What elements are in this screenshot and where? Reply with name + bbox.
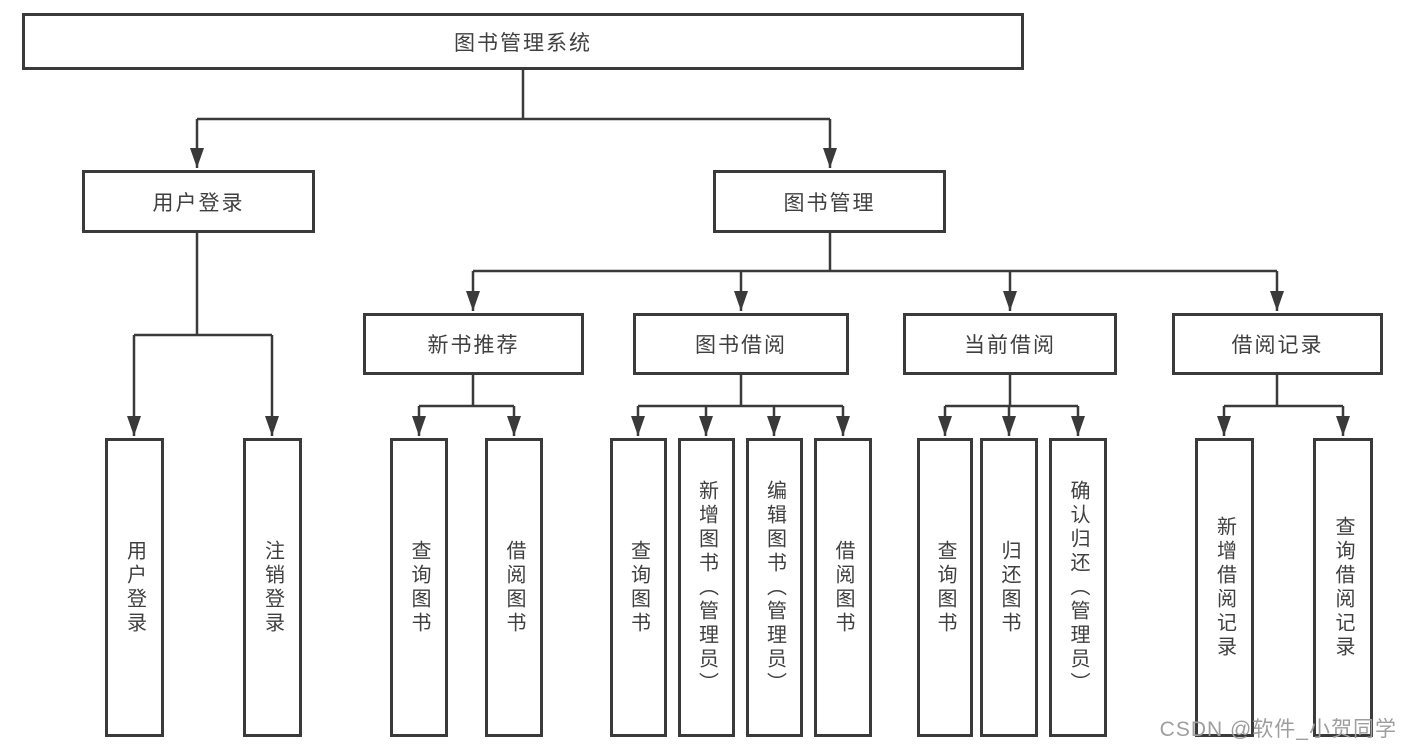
leaf-add-borrow-record: 新增借阅记录 — [1195, 438, 1254, 737]
node-user-login: 用户登录 — [82, 170, 315, 233]
node-label: 当前借阅 — [964, 334, 1056, 357]
leaf-label: 确认归还（管理员） — [1067, 479, 1089, 696]
node-book-management: 图书管理 — [713, 170, 946, 233]
leaf-label: 借阅图书 — [503, 539, 525, 636]
leaf-label: 借阅图书 — [832, 539, 854, 636]
leaf-logout: 注销登录 — [243, 438, 302, 737]
node-label: 图书管理系统 — [454, 31, 592, 55]
node-label: 图书管理 — [783, 191, 876, 215]
node-book-management-system: 图书管理系统 — [22, 13, 1024, 70]
leaf-label: 新增图书（管理员） — [695, 479, 718, 696]
node-new-book-recommendation: 新书推荐 — [363, 313, 584, 375]
leaf-add-book-admin: 新增图书（管理员） — [678, 438, 735, 737]
leaf-return-book: 归还图书 — [980, 438, 1038, 737]
wire-root-to-level2 — [190, 70, 837, 168]
leaf-query-borrow-record: 查询借阅记录 — [1313, 438, 1373, 737]
wire-book-borrowing-children — [631, 375, 850, 436]
leaf-label: 新增借阅记录 — [1213, 515, 1236, 660]
leaf-label: 查询图书 — [934, 539, 956, 636]
leaf-query-books-recommend: 查询图书 — [390, 438, 448, 737]
node-current-borrowing: 当前借阅 — [903, 313, 1117, 375]
wire-borrowing-records-children — [1217, 375, 1350, 436]
leaf-user-login: 用户登录 — [105, 438, 164, 737]
leaf-label: 注销登录 — [261, 539, 284, 636]
leaf-label: 查询借阅记录 — [1332, 515, 1354, 660]
wire-user-login-children — [127, 233, 279, 436]
csdn-watermark: CSDN @软件_小贺同学 — [1159, 718, 1397, 741]
node-label: 用户登录 — [152, 191, 245, 215]
wire-new-book-recommendation-children — [412, 375, 521, 436]
leaf-label: 归还图书 — [998, 539, 1020, 636]
node-label: 图书借阅 — [695, 334, 787, 357]
leaf-confirm-return-admin: 确认归还（管理员） — [1049, 438, 1107, 737]
leaf-edit-book-admin: 编辑图书（管理员） — [746, 438, 803, 737]
node-label: 新书推荐 — [427, 334, 520, 357]
leaf-label: 查询图书 — [627, 539, 650, 636]
leaf-label: 查询图书 — [408, 539, 430, 636]
wire-current-borrowing-children — [938, 375, 1085, 436]
leaf-label: 编辑图书（管理员） — [763, 479, 786, 696]
leaf-borrow-books-recommend: 借阅图书 — [485, 438, 543, 737]
node-label: 借阅记录 — [1231, 334, 1324, 357]
node-borrowing-records: 借阅记录 — [1172, 313, 1383, 375]
leaf-query-books-borrowing: 查询图书 — [610, 438, 667, 737]
node-book-borrowing: 图书借阅 — [633, 313, 849, 375]
leaf-label: 用户登录 — [123, 539, 146, 636]
wire-book-management-children — [466, 233, 1284, 311]
leaf-query-books-current: 查询图书 — [917, 438, 973, 737]
leaf-borrow-books: 借阅图书 — [814, 438, 872, 737]
